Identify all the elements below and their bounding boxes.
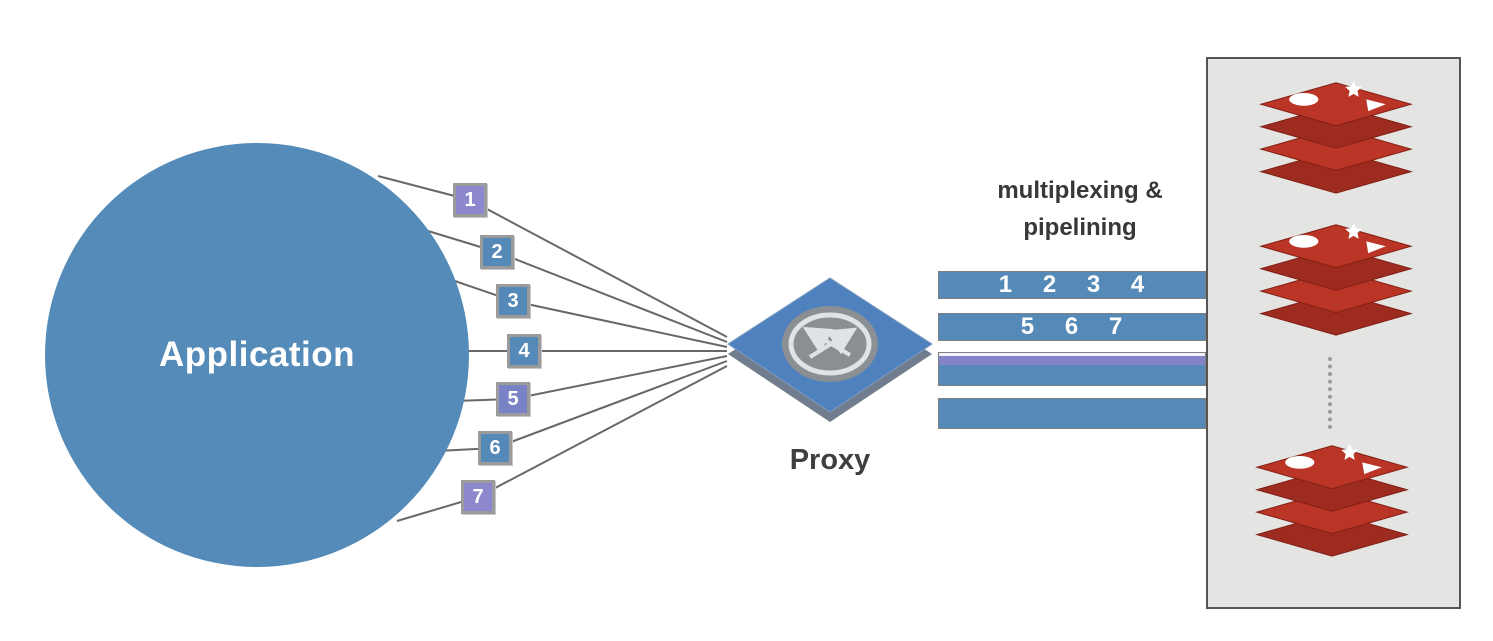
badge-label: 2 — [491, 240, 503, 263]
multiplexing-annotation: multiplexing & pipelining — [950, 172, 1210, 246]
redis-stack-icon — [1255, 443, 1409, 557]
pipeline-numbers: 5 6 7 — [1020, 313, 1124, 340]
redis-stack-icon — [1259, 222, 1413, 336]
connection-badge-5: 5 — [496, 382, 530, 416]
pipeline-bar-1: 1 2 3 4 — [938, 271, 1206, 299]
connection-badge-2: 2 — [480, 235, 514, 269]
connection-badge-1: 1 — [453, 183, 487, 217]
pipeline-numbers: 1 2 3 4 — [998, 271, 1146, 298]
redis-stack-icon — [1259, 80, 1413, 194]
more-instances-ellipsis — [1328, 357, 1332, 429]
annotation-line-1: multiplexing & — [997, 177, 1163, 204]
annotation-line-2: pipelining — [1023, 214, 1137, 241]
connection-badge-7: 7 — [461, 480, 495, 514]
badge-label: 7 — [472, 485, 484, 508]
pipeline-bar-4 — [938, 398, 1206, 429]
badge-label: 5 — [507, 387, 519, 410]
badge-label: 3 — [507, 289, 519, 312]
proxy-label: Proxy — [789, 444, 871, 476]
application-node: Application — [45, 143, 469, 567]
pipeline-bar-2: 5 6 7 — [938, 313, 1206, 341]
application-label: Application — [158, 335, 356, 374]
connection-badge-6: 6 — [478, 431, 512, 465]
connection-badge-3: 3 — [496, 284, 530, 318]
connection-badge-4: 4 — [507, 334, 541, 368]
badge-label: 4 — [518, 339, 530, 362]
badge-label: 1 — [464, 188, 476, 211]
pipeline-bar-3 — [938, 352, 1206, 386]
badge-label: 6 — [489, 436, 501, 459]
proxy-icon — [727, 277, 933, 422]
